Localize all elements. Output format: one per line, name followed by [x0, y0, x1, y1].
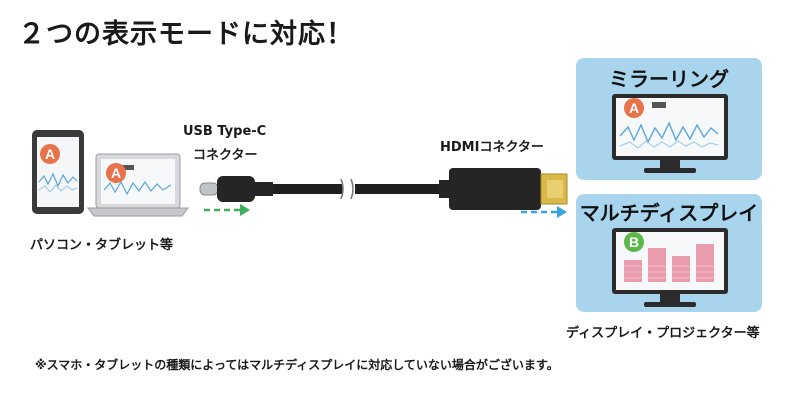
hdmi-housing [449, 168, 541, 210]
svg-text:A: A [45, 146, 55, 162]
svg-text:A: A [629, 100, 639, 116]
laptop-icon [87, 153, 189, 217]
usb-c-plug-icon [199, 182, 219, 196]
multi-display-monitor-icon: B [612, 228, 728, 307]
mirroring-badge-a-icon [624, 98, 644, 118]
tablet-icon [32, 130, 84, 214]
footnote: ※スマホ・タブレットの種類によってはマルチディスプレイに対応していない場合がござ… [35, 358, 559, 372]
arrow-blue-icon [521, 206, 567, 218]
arrow-green-icon [204, 204, 250, 216]
output-devices-label: ディスプレイ・プロジェクター等 [566, 326, 760, 341]
usb-c-housing [217, 176, 255, 202]
source-badge-a-icon [106, 163, 126, 183]
cable-illustration [199, 168, 568, 210]
multi-display-title: マルチディスプレイ [579, 201, 759, 225]
cable-break-mark [340, 178, 344, 200]
mirroring-monitor-icon: A [612, 94, 728, 173]
svg-text:A: A [111, 165, 121, 181]
source-devices-label: パソコン・タブレット等 [30, 238, 174, 253]
source-devices-illustration: A A [32, 130, 189, 217]
usb-connector-label-line1: USB Type-C [183, 124, 267, 139]
mirroring-title: ミラーリング [609, 67, 729, 91]
multi-display-badge-b-icon [624, 232, 644, 252]
svg-text:B: B [629, 234, 639, 250]
usb-connector-label-line2: コネクター [193, 148, 258, 163]
source-badge-a-icon [40, 144, 60, 164]
hdmi-connector-label: HDMIコネクター [440, 140, 544, 155]
page-title: ２つの表示モードに対応！ [18, 19, 354, 50]
